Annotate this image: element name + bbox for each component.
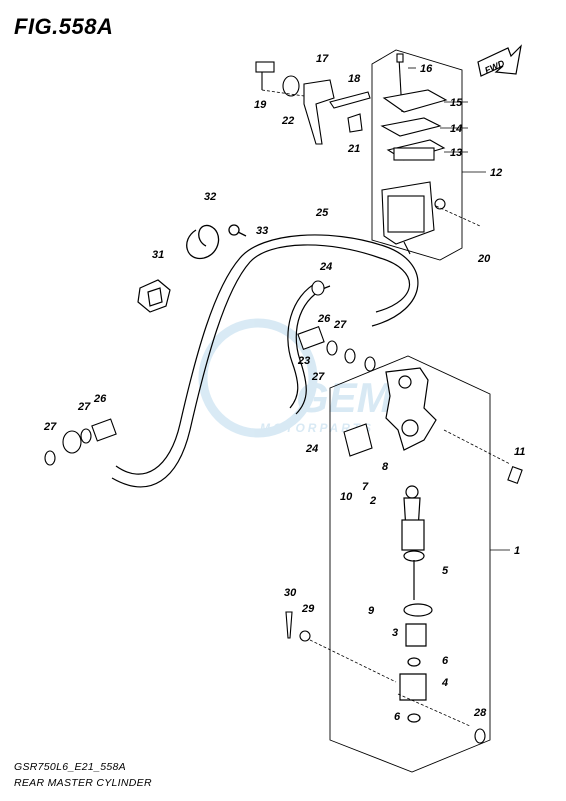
- master-cylinder-box: [329, 355, 491, 773]
- callout-8: 8: [382, 461, 389, 473]
- callout-22: 22: [281, 115, 294, 127]
- watermark: GEM MOTORPARTS: [198, 318, 393, 438]
- callout-11: 11: [514, 446, 525, 458]
- watermark-brand: GEM: [296, 374, 393, 421]
- callout-20: 20: [477, 253, 491, 265]
- callout-1: 1: [514, 545, 520, 557]
- callout-13: 13: [450, 147, 462, 159]
- callout-19: 19: [254, 99, 267, 111]
- callout-3: 3: [392, 627, 398, 639]
- callout-9: 9: [368, 605, 375, 617]
- reservoir-box: [371, 49, 463, 261]
- callout-10: 10: [340, 491, 353, 503]
- hose-holder: [137, 279, 171, 313]
- callout-12: 12: [490, 167, 502, 179]
- hose-clamp: [186, 224, 247, 260]
- callout-21: 21: [347, 143, 360, 155]
- callout-28: 28: [473, 707, 487, 719]
- leader-lines: [261, 89, 511, 727]
- bracket-assembly: [255, 61, 371, 145]
- callout-4: 4: [441, 677, 448, 689]
- callout-6a: 6: [442, 655, 449, 667]
- hose-fittings: [44, 280, 376, 466]
- callout-7: 7: [362, 481, 369, 493]
- leader-lines-solid: [408, 67, 510, 551]
- callout-26b: 26: [93, 393, 107, 405]
- callout-26a: 26: [317, 313, 331, 325]
- callout-15: 15: [450, 97, 463, 109]
- callout-24b: 24: [305, 443, 318, 455]
- brake-hose: [111, 234, 419, 488]
- callout-2: 2: [369, 495, 376, 507]
- callout-27d: 27: [77, 401, 91, 413]
- callout-16: 16: [420, 63, 433, 75]
- callout-18: 18: [348, 73, 361, 85]
- callout-24a: 24: [319, 261, 332, 273]
- callout-14: 14: [450, 123, 462, 135]
- callout-31: 31: [152, 249, 164, 261]
- callout-33: 33: [256, 225, 268, 237]
- callout-5: 5: [442, 565, 449, 577]
- callout-6b: 6: [394, 711, 401, 723]
- callout-27a: 27: [333, 319, 347, 331]
- callout-27b: 27: [311, 371, 325, 383]
- callout-23: 23: [297, 355, 310, 367]
- fwd-arrow: FWD: [477, 44, 522, 77]
- callout-32: 32: [204, 191, 216, 203]
- master-cylinder: [385, 367, 437, 723]
- callout-30: 30: [284, 587, 297, 599]
- reservoir-assembly: [380, 53, 448, 255]
- watermark-tagline: MOTORPARTS: [260, 421, 374, 435]
- screws: [285, 466, 523, 744]
- figure-name: REAR MASTER CYLINDER: [14, 777, 152, 789]
- figure-code: GSR750L6_E21_558A: [14, 761, 126, 773]
- figure-title: FIG.558A: [14, 14, 114, 39]
- callout-29: 29: [301, 603, 315, 615]
- callout-27c: 27: [43, 421, 57, 433]
- callout-17: 17: [316, 53, 329, 65]
- callout-25: 25: [315, 207, 329, 219]
